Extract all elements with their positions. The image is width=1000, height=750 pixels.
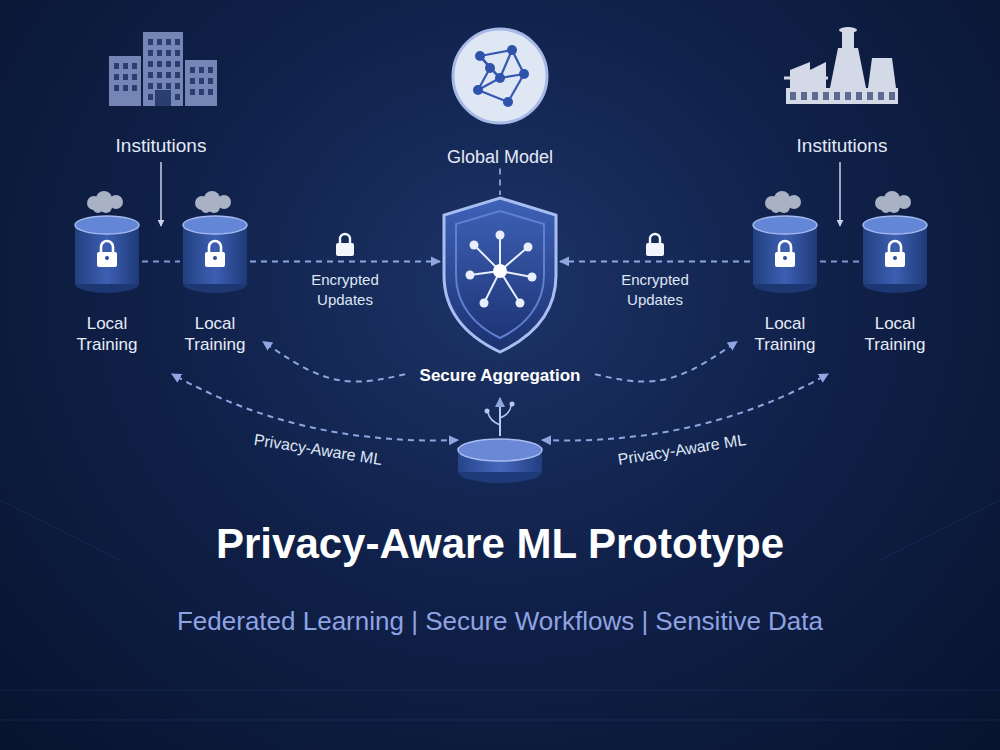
- leader-line: [839, 162, 841, 226]
- dashed-connector: [820, 260, 860, 262]
- node-label: Local Training: [737, 313, 833, 356]
- node-label: Secure Aggregation: [420, 365, 581, 386]
- local-training-node: Local Training: [167, 190, 263, 356]
- node-label: Local Training: [847, 313, 943, 356]
- diagram-caption: Federated Learning | Secure Workflows | …: [0, 606, 1000, 637]
- dashed-connector: [142, 260, 180, 262]
- dashed-connector: [499, 169, 501, 196]
- privacy-arc: [542, 374, 828, 440]
- node-label: Institutions: [116, 134, 207, 158]
- global-model-node: Global Model: [425, 26, 575, 169]
- annotation-label: Privacy-Aware ML: [253, 431, 384, 469]
- local-training-node: Local Training: [847, 190, 943, 356]
- lock-icon: [646, 234, 664, 256]
- aggregation-shield: [440, 195, 560, 355]
- edge-label: Encrypted Updates: [290, 270, 400, 309]
- dashed-connector: [250, 260, 440, 262]
- diagram-title: Privacy-Aware ML Prototype: [0, 520, 1000, 568]
- institution-node: Institutions: [86, 26, 236, 158]
- database-cylinder: [72, 190, 142, 295]
- factory-icon: [782, 26, 902, 108]
- database-cylinder: [180, 190, 250, 295]
- node-label: Institutions: [797, 134, 888, 158]
- pedestal-icon: [458, 398, 542, 483]
- dashed-connector: [560, 260, 750, 262]
- privacy-arc: [172, 374, 458, 440]
- institution-node: Institutions: [767, 26, 917, 158]
- node-label: Global Model: [447, 146, 553, 169]
- global-model-icon: [450, 26, 550, 126]
- local-training-node: Local Training: [59, 190, 155, 356]
- lock-icon: [336, 234, 354, 256]
- dashed-connector: [263, 342, 405, 382]
- edge-label: Encrypted Updates: [600, 270, 710, 309]
- node-label: Local Training: [167, 313, 263, 356]
- leader-line: [160, 162, 162, 226]
- database-cylinder: [750, 190, 820, 295]
- building-icon: [101, 26, 221, 108]
- database-cylinder: [860, 190, 930, 295]
- background-lines: [0, 500, 1000, 720]
- secure-aggregation-node: Secure Aggregation: [405, 195, 595, 386]
- local-training-node: Local Training: [737, 190, 833, 356]
- dashed-connector: [595, 342, 737, 382]
- annotation-label: Privacy-Aware ML: [617, 431, 748, 469]
- node-label: Local Training: [59, 313, 155, 356]
